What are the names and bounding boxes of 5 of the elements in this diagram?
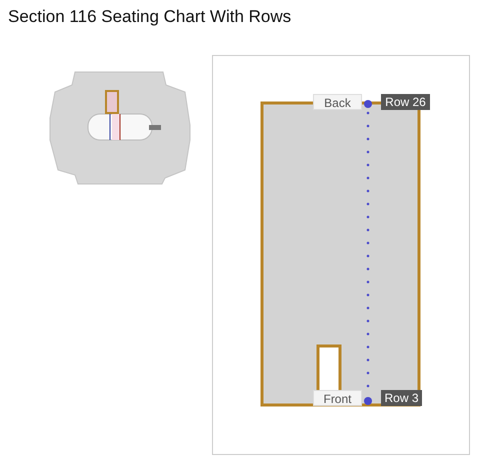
row-label: Row 26 — [381, 94, 430, 110]
chart-title: Section 116 Seating Chart With Rows — [8, 7, 292, 27]
front-label: Front — [313, 390, 362, 406]
back-label: Back — [313, 94, 362, 110]
row-label: Row 3 — [381, 390, 422, 406]
